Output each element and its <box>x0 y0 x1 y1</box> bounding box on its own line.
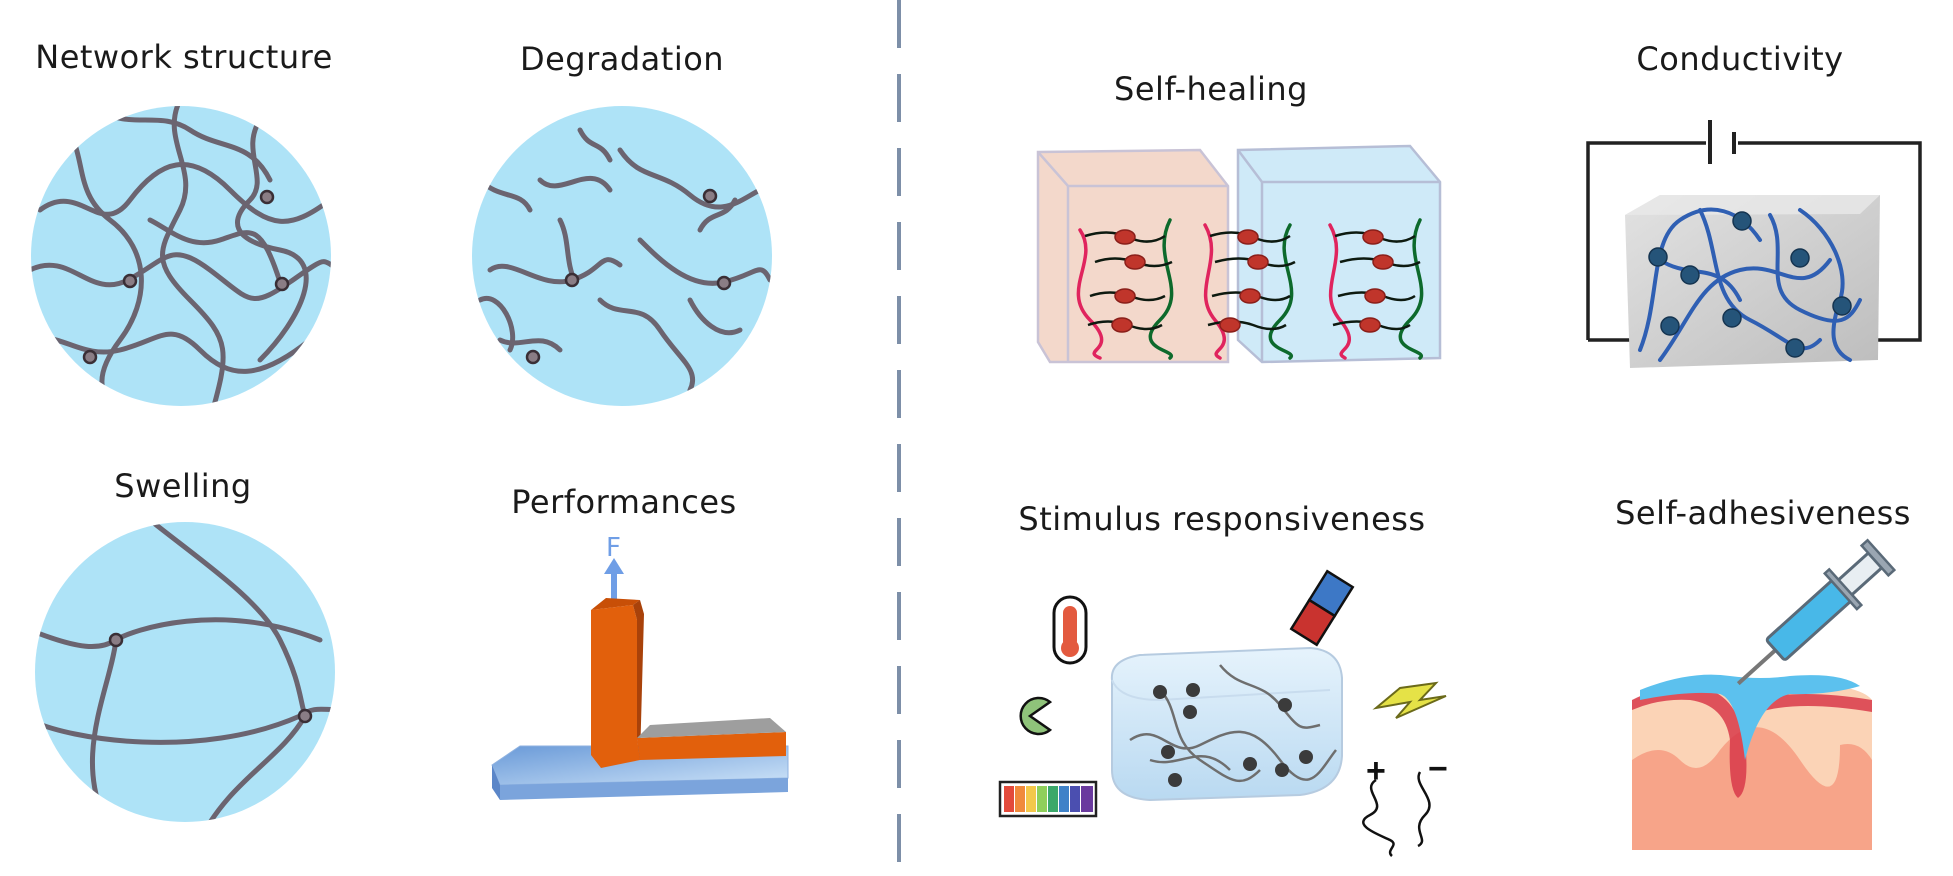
network-structure-illustration <box>31 106 331 406</box>
self-adhesiveness-label: Self-adhesiveness <box>1615 494 1911 532</box>
electrodes-icon <box>1362 771 1431 857</box>
force-label: F <box>606 533 621 563</box>
swelling-illustration <box>35 522 335 822</box>
self-adhesiveness-illustration <box>1632 538 1897 850</box>
degradation-illustration <box>472 106 772 406</box>
stimulus-responsiveness-label: Stimulus responsiveness <box>1018 500 1426 538</box>
battery-icon <box>1708 120 1736 164</box>
ph-strip-icon <box>998 780 1098 818</box>
minus-sign: − <box>1428 750 1448 788</box>
thermometer-icon <box>1052 595 1088 665</box>
lightning-icon <box>1372 681 1447 719</box>
syringe-icon <box>1736 538 1897 686</box>
performances-illustration <box>491 558 789 800</box>
degradation-label: Degradation <box>519 40 725 78</box>
swelling-label: Swelling <box>114 467 252 505</box>
network-structure-label: Network structure <box>35 38 333 76</box>
force-arrow-icon <box>604 558 624 600</box>
performances-label: Performances <box>511 483 737 521</box>
self-healing-label: Self-healing <box>1114 70 1308 108</box>
stimulus-responsiveness-illustration: + − <box>998 569 1448 857</box>
self-healing-illustration <box>1036 144 1442 364</box>
plus-sign: + <box>1366 752 1386 790</box>
hydrogel-block <box>1110 646 1343 802</box>
enzyme-icon <box>1019 696 1053 736</box>
conductivity-illustration <box>1586 120 1922 368</box>
conductivity-label: Conductivity <box>1636 40 1844 78</box>
magnet-icon <box>1289 569 1355 647</box>
